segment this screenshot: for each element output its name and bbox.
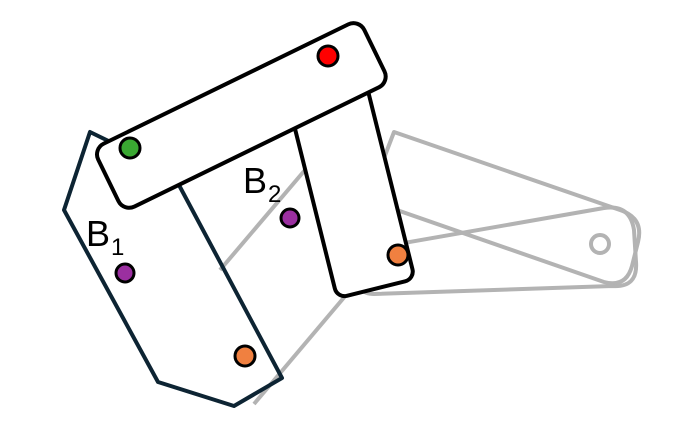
b2-marker-icon <box>279 207 301 229</box>
ghost-end-pivot-icon <box>589 233 611 255</box>
label-b2-subscript: 2 <box>268 181 281 208</box>
label-b2-main: B <box>243 160 267 201</box>
b1-marker-icon <box>114 262 136 284</box>
joints <box>114 44 410 368</box>
upright-bottom-pivot-icon <box>386 243 410 267</box>
label-b2-sub: 2 <box>268 181 281 208</box>
top-pivot-icon <box>316 44 340 68</box>
label-b2: B <box>243 160 267 201</box>
label-b1-main: B <box>86 213 110 254</box>
left-pivot-icon <box>118 136 142 160</box>
label-b1-subscript: 1 <box>111 234 124 261</box>
top-link <box>95 21 388 210</box>
ghost-links <box>218 130 642 406</box>
label-b1-sub: 1 <box>111 234 124 261</box>
label-b1: B <box>86 213 110 254</box>
body-bottom-pivot-icon <box>233 344 257 368</box>
